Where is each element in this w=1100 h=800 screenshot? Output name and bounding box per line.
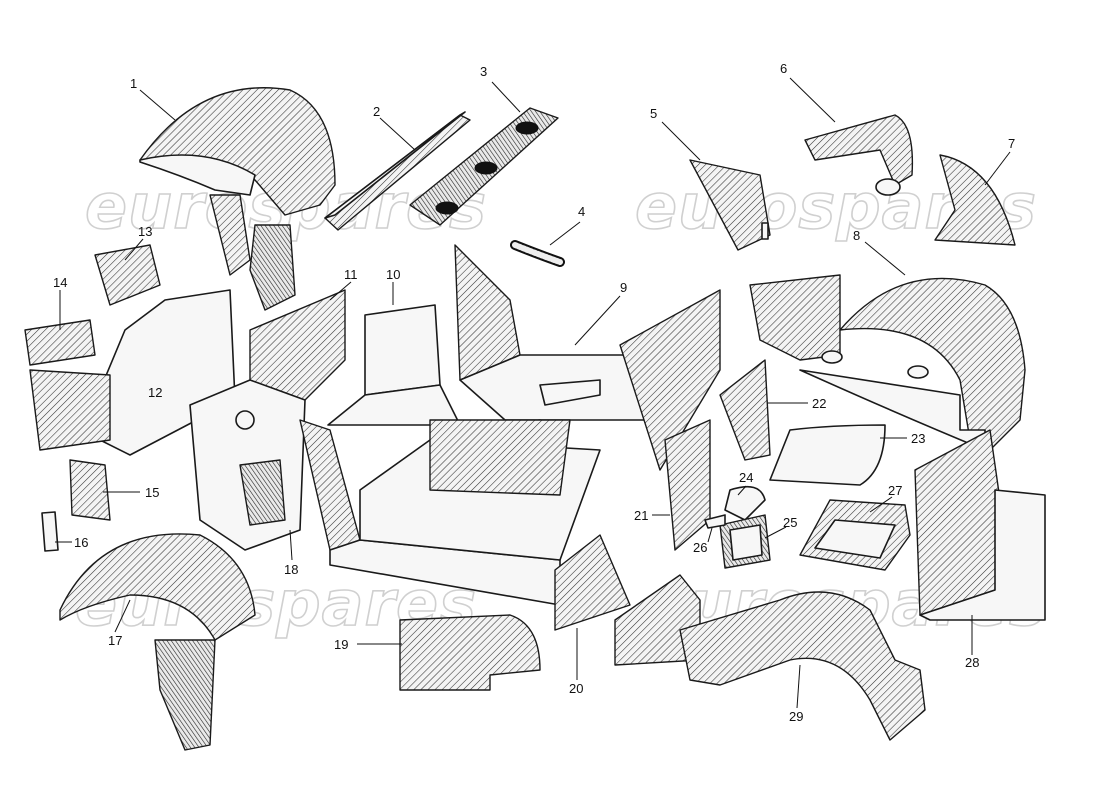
part-28-side-panel xyxy=(914,429,1046,621)
part-19-tunnel-cover xyxy=(399,614,541,691)
part-13-clip xyxy=(94,244,161,306)
part-14-clip xyxy=(24,319,96,366)
part-17-wheel-arch xyxy=(59,533,256,751)
callout-labels: 1 2 3 4 5 6 7 8 9 10 11 12 13 14 15 16 1… xyxy=(53,61,1015,724)
part-6-duct xyxy=(804,114,914,196)
callout-13: 13 xyxy=(138,224,152,239)
part-1-wheel-arch xyxy=(139,87,336,311)
part-29-rear-arch xyxy=(614,574,926,741)
part-24-cap xyxy=(724,485,766,521)
callout-28: 28 xyxy=(965,655,979,670)
callout-26: 26 xyxy=(693,540,707,555)
callout-27: 27 xyxy=(888,483,902,498)
part-5-trim-piece xyxy=(689,159,771,251)
part-7-bracket xyxy=(934,154,1016,246)
part-11-side-panel xyxy=(249,289,346,401)
callout-5: 5 xyxy=(650,106,657,121)
leader-lines xyxy=(55,77,1011,709)
callout-23: 23 xyxy=(911,431,925,446)
callout-1: 1 xyxy=(130,76,137,91)
part-10-panel xyxy=(327,304,461,426)
callout-29: 29 xyxy=(789,709,803,724)
part-22-trim xyxy=(719,359,771,461)
callout-6: 6 xyxy=(780,61,787,76)
part-21-trim xyxy=(664,419,711,551)
callout-25: 25 xyxy=(783,515,797,530)
callout-21: 21 xyxy=(634,508,648,523)
part-18-bulkhead xyxy=(189,379,306,551)
callout-10: 10 xyxy=(386,267,400,282)
callout-3: 3 xyxy=(480,64,487,79)
callout-18: 18 xyxy=(284,562,298,577)
part-4-hose xyxy=(510,240,565,267)
part-8-rear-arch xyxy=(749,274,1026,451)
callout-14: 14 xyxy=(53,275,67,290)
callout-8: 8 xyxy=(853,228,860,243)
part-9-central-tub xyxy=(454,244,721,471)
part-16-cap xyxy=(41,511,59,552)
callout-9: 9 xyxy=(620,280,627,295)
callout-16: 16 xyxy=(74,535,88,550)
callout-22: 22 xyxy=(812,396,826,411)
part-15-cover xyxy=(69,459,111,521)
callout-2: 2 xyxy=(373,104,380,119)
part-26-clip xyxy=(704,514,726,529)
callout-24: 24 xyxy=(739,470,753,485)
callout-19: 19 xyxy=(334,637,348,652)
callout-12: 12 xyxy=(148,385,162,400)
callout-20: 20 xyxy=(569,681,583,696)
callout-15: 15 xyxy=(145,485,159,500)
callout-11: 11 xyxy=(344,267,358,282)
part-3-perforated-panel xyxy=(409,107,559,226)
main-floor-assembly xyxy=(299,419,601,606)
part-23-pad xyxy=(769,424,886,486)
callout-4: 4 xyxy=(578,204,585,219)
part-27-bracket xyxy=(799,499,911,571)
part-20-panel xyxy=(554,534,631,631)
callout-7: 7 xyxy=(1008,136,1015,151)
part-25-box xyxy=(719,514,771,569)
callout-17: 17 xyxy=(108,633,122,648)
